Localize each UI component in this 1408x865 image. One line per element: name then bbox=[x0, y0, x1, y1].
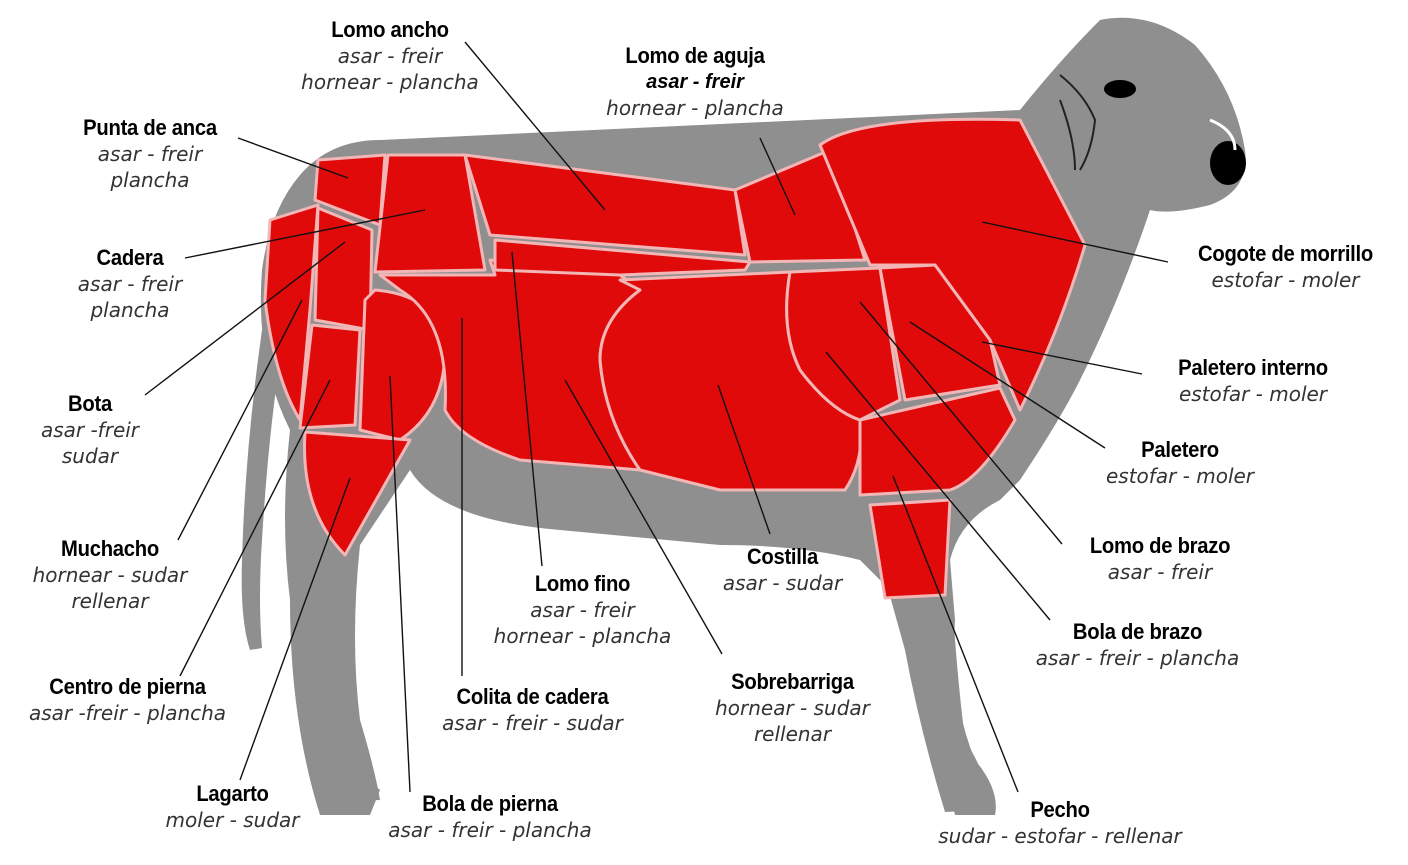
label-punta-de-anca: Punta de anca asar - freir plancha bbox=[55, 114, 245, 193]
cut-use: hornear - plancha bbox=[480, 624, 685, 650]
label-paletero-interno: Paletero interno estofar - moler bbox=[1148, 354, 1358, 408]
label-cadera: Cadera asar - freir plancha bbox=[55, 244, 205, 323]
cut-name: Paletero interno bbox=[1156, 354, 1349, 382]
cut-name: Cadera bbox=[61, 244, 199, 272]
leader-muchacho bbox=[178, 300, 302, 540]
cut-name: Lomo de aguja bbox=[603, 42, 787, 70]
label-bola-de-pierna: Bola de pierna asar - freir - plancha bbox=[370, 790, 610, 844]
label-lomo-fino: Lomo fino asar - freir hornear - plancha bbox=[480, 570, 685, 649]
label-centro-de-pierna: Centro de pierna asar -freir - plancha bbox=[10, 673, 245, 727]
cut-name: Lomo de brazo bbox=[1068, 532, 1252, 560]
cut-use: asar - freir bbox=[595, 70, 795, 96]
cut-use: sudar - estofar - rellenar bbox=[925, 824, 1195, 850]
cut-use: asar - freir bbox=[55, 272, 205, 298]
cut-name: Costilla bbox=[711, 543, 854, 571]
cut-name: Bola de brazo bbox=[1029, 618, 1245, 646]
label-lagarto: Lagarto moler - sudar bbox=[150, 780, 315, 834]
label-sobrebarriga: Sobrebarriga hornear - sudar rellenar bbox=[700, 668, 885, 747]
cut-use: hornear - plancha bbox=[595, 96, 795, 122]
cut-use: asar - freir bbox=[480, 598, 685, 624]
cut-use: asar - freir bbox=[290, 44, 490, 70]
cut-cadera bbox=[375, 155, 485, 272]
cut-use: sudar bbox=[30, 444, 150, 470]
cut-use: asar - sudar bbox=[705, 571, 860, 597]
cut-use: asar - freir - plancha bbox=[370, 818, 610, 844]
eye bbox=[1104, 80, 1136, 98]
cut-use: asar -freir bbox=[30, 418, 150, 444]
cut-use: moler - sudar bbox=[150, 808, 315, 834]
label-muchacho: Muchacho hornear - sudar rellenar bbox=[20, 535, 200, 614]
label-lomo-de-aguja: Lomo de aguja asar - freir hornear - pla… bbox=[595, 42, 795, 121]
muzzle bbox=[1210, 141, 1246, 185]
cut-use: asar - freir bbox=[55, 142, 245, 168]
cut-use: hornear - sudar bbox=[20, 563, 200, 589]
cut-name: Punta de anca bbox=[63, 114, 238, 142]
cut-name: Bola de pierna bbox=[380, 790, 601, 818]
cut-name: Colita de cadera bbox=[434, 683, 632, 711]
cut-name: Lagarto bbox=[157, 780, 309, 808]
cut-name: Bota bbox=[35, 390, 145, 418]
cut-use: hornear - plancha bbox=[290, 70, 490, 96]
label-bota: Bota asar -freir sudar bbox=[30, 390, 150, 469]
cut-name: Muchacho bbox=[27, 535, 193, 563]
label-colita-de-cadera: Colita de cadera asar - freir - sudar bbox=[425, 683, 640, 737]
label-bola-de-brazo: Bola de brazo asar - freir - plancha bbox=[1020, 618, 1255, 672]
cut-name: Centro de pierna bbox=[19, 673, 235, 701]
cut-use: asar - freir - sudar bbox=[425, 711, 640, 737]
cut-name: Pecho bbox=[936, 796, 1184, 824]
cut-use: estofar - moler bbox=[1095, 464, 1265, 490]
cut-pecho bbox=[870, 500, 950, 598]
label-pecho: Pecho sudar - estofar - rellenar bbox=[925, 796, 1195, 850]
cut-use: plancha bbox=[55, 168, 245, 194]
label-paletero: Paletero estofar - moler bbox=[1095, 436, 1265, 490]
cut-name: Sobrebarriga bbox=[707, 668, 877, 696]
cut-use: asar - freir bbox=[1060, 560, 1260, 586]
cut-use: asar -freir - plancha bbox=[10, 701, 245, 727]
label-cogote-de-morrillo: Cogote de morrillo estofar - moler bbox=[1168, 240, 1403, 294]
cut-name: Lomo ancho bbox=[298, 16, 482, 44]
cut-centro-pierna bbox=[300, 325, 360, 428]
cut-use: rellenar bbox=[700, 722, 885, 748]
label-costilla: Costilla asar - sudar bbox=[705, 543, 860, 597]
cut-use: estofar - moler bbox=[1148, 382, 1358, 408]
cut-name: Lomo fino bbox=[488, 570, 677, 598]
cut-use: estofar - moler bbox=[1168, 268, 1403, 294]
cut-use: rellenar bbox=[20, 589, 200, 615]
cut-name: Cogote de morrillo bbox=[1177, 240, 1393, 268]
cut-name: Paletero bbox=[1102, 436, 1258, 464]
cut-use: hornear - sudar bbox=[700, 696, 885, 722]
cut-use: asar - freir - plancha bbox=[1020, 646, 1255, 672]
label-lomo-ancho: Lomo ancho asar - freir hornear - planch… bbox=[290, 16, 490, 95]
cut-use: plancha bbox=[55, 298, 205, 324]
label-lomo-de-brazo: Lomo de brazo asar - freir bbox=[1060, 532, 1260, 586]
